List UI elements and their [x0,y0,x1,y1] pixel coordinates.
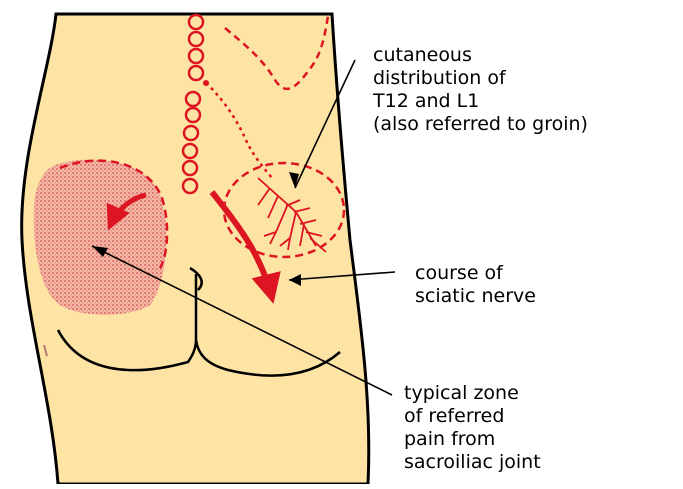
cutaneous-label: cutaneous distribution of T12 and L1 (al… [373,44,588,136]
cutaneous-label-line: cutaneous [373,44,588,67]
sacroiliac-label-line: sacroiliac joint [404,451,541,474]
referred-pain-zone [34,159,167,314]
sciatic-label-line: sciatic nerve [415,285,536,308]
sciatic-label-line: course of [415,262,536,285]
sacroiliac-label-line: of referred [404,405,541,428]
sacroiliac-label-line: typical zone [404,382,541,405]
cutaneous-label-line: T12 and L1 [373,90,588,113]
cutaneous-label-line: (also referred to groin) [373,113,588,136]
cutaneous-label-line: distribution of [373,67,588,90]
sacroiliac-label-line: pain from [404,428,541,451]
sciatic-label: course of sciatic nerve [415,262,536,308]
sacroiliac-label: typical zone of referred pain from sacro… [404,382,541,474]
